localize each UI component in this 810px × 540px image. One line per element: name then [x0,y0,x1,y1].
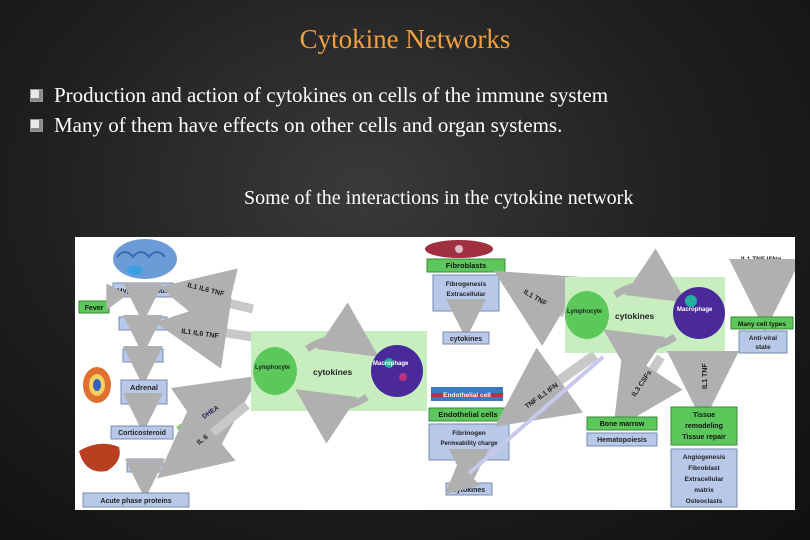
slide-title: Cytokine Networks [299,24,511,54]
antiviral-box [738,330,788,354]
liver-icon [79,443,120,472]
corticosteroid-label: Corticosteroid [118,430,166,437]
endothelial-cells-label: Endothelial cells [438,410,497,419]
acth-label: ACTH [133,351,154,360]
arrow-label-il1-tnf-right: IL1 TNF [702,363,709,389]
hematopoiesis-label: Hematopoiesis [597,437,647,444]
right-cytokine-cycle [565,248,725,384]
adrenal-label-1: Adrenal [130,383,158,392]
endothelial-cell-icon [431,387,503,401]
adrenal-label-2: gland [134,393,154,402]
many-cell-types-label: Many cell types [738,321,786,328]
angiogenesis-box [670,448,738,508]
antiviral-label-1: Anti-viral [749,335,777,342]
bullet-text: Production and action of cytokines on ce… [54,83,609,107]
right-top-label-1: IL1 TNF IFNα [741,256,781,263]
angio-label-2: Fibroblast [688,465,720,472]
tissue-label-3: Tissue repair [682,434,726,441]
fibroblast-icon [425,240,493,258]
brain-icon [113,239,177,279]
adrenal-icon [83,367,111,403]
bone-marrow-box [586,416,658,431]
endothelial-cell-label: Endothelial cell [443,392,491,399]
bullet-item: Many of them have effects on other cells… [30,110,608,140]
tissue-label-1: Tissue [693,412,715,419]
checkbox-bullet-icon [30,118,43,132]
tissue-box [670,406,738,446]
angio-label-1: Angiogenesis [683,454,726,461]
pituitary-label: Pituitary [128,319,159,328]
bullet-item: Production and action of cytokines on ce… [30,80,608,110]
fibrogenesis-label-1: Fibrogenesis [446,281,487,288]
liver-label: Liver [136,461,154,470]
antiviral-label-2: state [755,344,771,351]
diagram-caption: Some of the interactions in the cytokine… [244,187,634,209]
checkbox-bullet-icon [30,88,43,102]
cytokines-top-label: cytokines [450,336,482,343]
cytokines-top-box [442,331,490,345]
left-cytokines-label: cytokines [313,367,352,377]
angio-label-3: Extracellular [684,476,723,483]
cytokines-bottom-label: cytokines [453,487,485,494]
right-macrophage-label: Macrophage [677,307,713,313]
fibrogenesis-label-3: matrix [456,301,476,308]
fever-label: Fever [85,305,104,312]
bullet-list: Production and action of cytokines on ce… [30,80,608,140]
acute-phase-label: Acute phase proteins [100,498,171,505]
fibrinogen-label-3: adhesion [455,450,484,457]
fibrinogen-label-2: Permeability charge [440,441,498,447]
left-lymphocyte-label: Lymphocyte [255,365,291,371]
fibrogenesis-label-2: Extracellular [446,291,485,298]
angio-label-4: matrix [694,487,714,494]
hematopoiesis-box [586,432,658,447]
bone-marrow-label: Bone marrow [600,421,645,428]
fibrinogen-label-1: Fibrinogen [452,430,486,437]
fibroblasts-label: Fibroblasts [446,261,486,270]
hypothalamus-label: Hypothalamus [117,286,169,295]
right-lymphocyte-label: Lymphocyte [567,309,603,315]
many-cell-types-box [730,316,794,330]
bullet-text: Many of them have effects on other cells… [54,113,563,137]
angio-label-5: Osteoclasts [686,498,723,505]
fibroblasts-box [426,258,506,273]
left-cytokine-cycle [251,302,427,444]
tissue-label-2: remodeling [685,423,723,430]
right-top-label-2: IFNβ IFNγ [741,265,772,272]
cytokine-network-diagram: Hypothalamus Fever Pituitary ACTH Adrena… [75,237,795,510]
acute-phase-box [82,492,190,508]
left-macrophage-label: Macrophage [373,361,409,367]
right-cytokines-label: cytokines [615,311,654,321]
